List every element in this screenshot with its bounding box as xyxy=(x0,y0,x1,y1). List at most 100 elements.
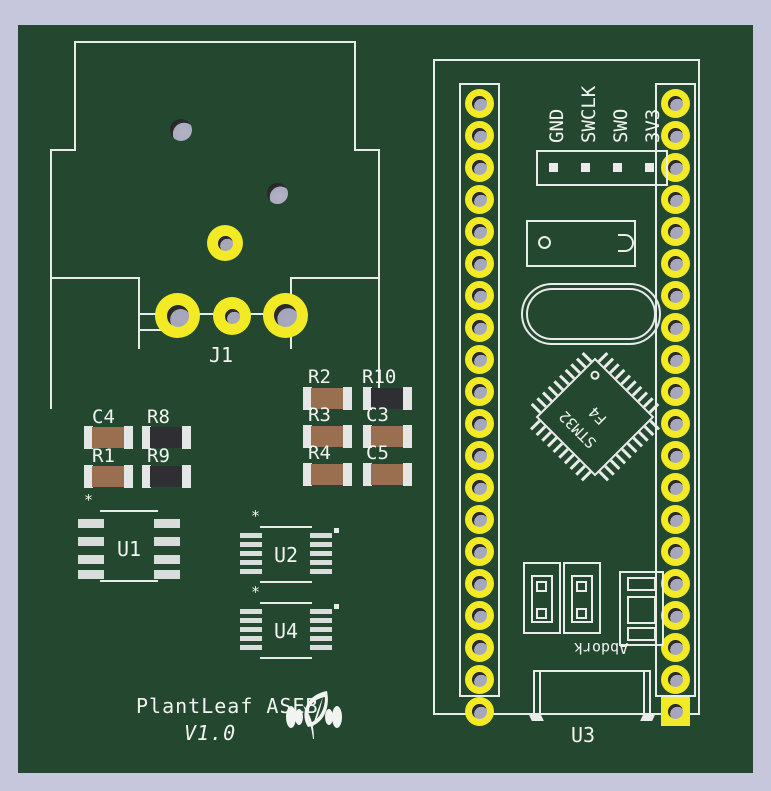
u2-pin1-marker: * xyxy=(251,507,261,525)
mounting-hole xyxy=(267,183,288,204)
u4-pin1-marker: * xyxy=(251,583,261,601)
button-left-inner xyxy=(531,575,553,623)
component-r1 xyxy=(84,465,133,488)
button-right-pad-top xyxy=(576,581,587,592)
j1-outline-seg xyxy=(50,149,76,151)
swd-pad xyxy=(581,163,590,172)
u3-header-pin xyxy=(661,537,690,566)
swd-pad xyxy=(613,163,622,172)
button-left-pad-bottom xyxy=(536,608,547,619)
u3-header-pin xyxy=(661,441,690,470)
u3-header-pin xyxy=(465,537,494,566)
swd-label-gnd: GND xyxy=(546,108,568,143)
u3-header-pin xyxy=(465,217,494,246)
u3-header-pin xyxy=(465,313,494,342)
u3-header-pin xyxy=(661,89,690,118)
vendor-mark: Abdork xyxy=(573,639,629,657)
u3-header-pin xyxy=(661,633,690,662)
aux-component-body xyxy=(627,596,656,624)
u4-designator: U4 xyxy=(273,619,299,643)
usb-shell-line xyxy=(643,670,645,715)
u3-header-pin-1 xyxy=(661,697,690,726)
mounting-hole xyxy=(170,119,192,141)
u3-left-header-outline xyxy=(459,83,500,697)
component-r3 xyxy=(303,425,352,448)
u3-header-pin xyxy=(465,89,494,118)
button-right-inner xyxy=(571,575,593,623)
u1-pin1-marker: * xyxy=(84,491,94,509)
u3-header-pin xyxy=(465,569,494,598)
r8-designator: R8 xyxy=(147,406,170,428)
u3-header-pin xyxy=(661,185,690,214)
aux-component-outline xyxy=(619,571,664,646)
pcb-board: J1 C4 R8 R1 R9 R2 R10 R3 C3 xyxy=(18,25,753,773)
j1-pad xyxy=(213,297,251,335)
j1-outline-seg xyxy=(354,149,380,151)
u3-header-pin xyxy=(465,633,494,662)
u3-header-pin xyxy=(465,377,494,406)
j1-pad xyxy=(155,293,200,338)
r9-designator: R9 xyxy=(147,445,170,467)
j1-outline-seg xyxy=(50,149,52,409)
button-right-pad-bottom xyxy=(576,608,587,619)
leaf-logo xyxy=(286,691,342,739)
usb-connector-outline xyxy=(533,670,651,715)
u1-designator: U1 xyxy=(116,537,142,561)
u3-header-pin xyxy=(661,153,690,182)
j1-outline-seg xyxy=(74,41,76,151)
r1-designator: R1 xyxy=(92,445,115,467)
regulator-pin1-circle xyxy=(538,236,551,249)
j1-pad xyxy=(207,225,243,261)
u3-header-pin xyxy=(661,377,690,406)
component-u2: U2 xyxy=(240,526,339,583)
crystal-outline-inner xyxy=(526,288,656,340)
u3-header-pin xyxy=(661,313,690,342)
u3-header-pin xyxy=(465,697,494,726)
aux-component-pad-bottom xyxy=(627,627,656,641)
button-left-outline xyxy=(523,562,561,634)
r4-designator: R4 xyxy=(308,442,331,464)
u3-header-pin xyxy=(465,601,494,630)
u3-header-pin xyxy=(661,281,690,310)
component-u4: U4 xyxy=(240,602,339,659)
j1-outline-seg xyxy=(290,329,292,349)
u3-header-pin xyxy=(465,473,494,502)
component-c4 xyxy=(84,426,133,449)
u3-header-pin xyxy=(661,505,690,534)
u2-designator: U2 xyxy=(273,543,299,567)
component-r4 xyxy=(303,463,352,486)
board-version: V1.0 xyxy=(184,721,237,745)
u3-header-pin xyxy=(465,121,494,150)
j1-outline-seg xyxy=(50,277,140,279)
u3-header-pin xyxy=(465,153,494,182)
u3-header-pin xyxy=(661,473,690,502)
component-c5 xyxy=(363,463,412,486)
u3-header-pin xyxy=(661,665,690,694)
u3-header-pin xyxy=(465,505,494,534)
u3-header-pin xyxy=(661,217,690,246)
swd-pad xyxy=(645,163,654,172)
button-right-outline xyxy=(563,562,601,634)
aux-component-pad-top xyxy=(627,577,656,591)
u3-header-pin xyxy=(661,121,690,150)
j1-outline-seg xyxy=(290,277,380,279)
usb-shell-line xyxy=(539,670,541,715)
r3-designator: R3 xyxy=(308,404,331,426)
j1-outline-seg xyxy=(138,277,140,331)
c4-designator: C4 xyxy=(92,406,115,428)
regulator-outline xyxy=(526,220,636,267)
component-c3 xyxy=(363,425,412,448)
u3-header-pin xyxy=(661,409,690,438)
component-r10 xyxy=(363,387,412,410)
crystal-outline-outer xyxy=(521,283,661,345)
component-r9 xyxy=(142,465,191,488)
swd-label-3v3: 3V3 xyxy=(642,108,664,143)
usb-foot xyxy=(640,713,656,721)
u3-header-pin xyxy=(465,249,494,278)
swd-label-swo: SWO xyxy=(610,108,632,143)
c3-designator: C3 xyxy=(366,404,389,426)
component-r2 xyxy=(303,387,352,410)
u3-right-header-outline xyxy=(655,83,696,697)
u3-header-pin xyxy=(465,441,494,470)
j1-outline-seg xyxy=(74,41,356,43)
